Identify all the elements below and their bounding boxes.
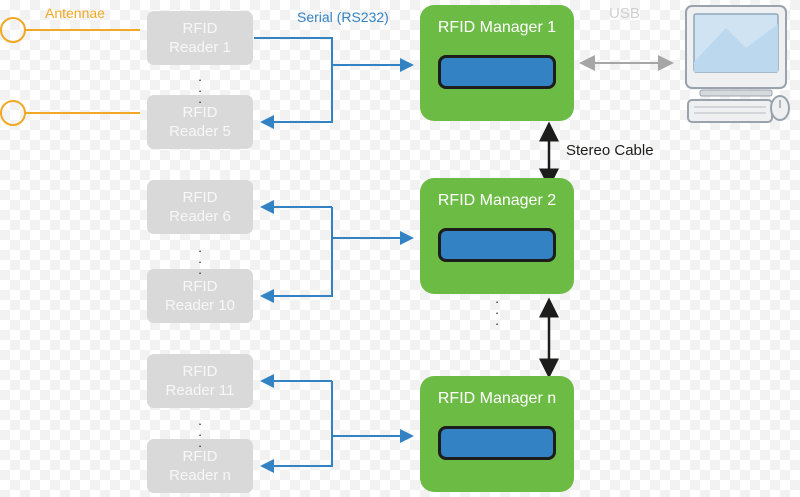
- ellipsis-readers-1-5: . . .: [193, 69, 207, 106]
- dot: .: [198, 435, 202, 450]
- ellipsis-readers-11-n: . . .: [193, 413, 207, 450]
- dot: .: [495, 291, 499, 306]
- dot: .: [198, 91, 202, 106]
- dot: .: [198, 251, 202, 266]
- reader-n-line2: Reader n: [169, 467, 231, 484]
- serial-link-group-n: [260, 374, 414, 473]
- serial-link-group-1: [254, 37, 414, 129]
- dot: .: [198, 262, 202, 277]
- node-rfid-reader-n[interactable]: RFID Reader n: [147, 439, 253, 493]
- manager-2-label: RFID Manager 2: [437, 192, 557, 209]
- reader-1-line1: RFID: [182, 20, 218, 37]
- reader-10-line2: Reader 10: [164, 297, 236, 314]
- dot: .: [198, 80, 202, 95]
- dot: .: [198, 424, 202, 439]
- reader-n-line1: RFID: [182, 448, 218, 465]
- node-rfid-reader-6[interactable]: RFID Reader 6: [147, 180, 253, 234]
- dot: .: [198, 240, 202, 255]
- node-rfid-manager-n[interactable]: RFID Manager n: [420, 376, 574, 492]
- manager-2-chip: [438, 228, 556, 262]
- node-rfid-reader-11[interactable]: RFID Reader 11: [147, 354, 253, 408]
- computer-icon: [685, 5, 790, 123]
- reader-6-line2: Reader 6: [169, 208, 231, 225]
- node-rfid-reader-5[interactable]: RFID Reader 5: [147, 95, 253, 149]
- reader-5-line1: RFID: [182, 104, 218, 121]
- reader-5-line2: Reader 5: [169, 123, 231, 140]
- ellipsis-managers: . . .: [490, 291, 504, 328]
- node-rfid-reader-1[interactable]: RFID Reader 1: [147, 11, 253, 65]
- reader-6-line1: RFID: [182, 189, 218, 206]
- node-rfid-reader-10[interactable]: RFID Reader 10: [147, 269, 253, 323]
- dot: .: [198, 69, 202, 84]
- label-stereo-cable: Stereo Cable: [566, 142, 654, 159]
- dot: .: [495, 302, 499, 317]
- reader-11-line2: Reader 11: [165, 382, 235, 399]
- reader-10-line1: RFID: [182, 278, 218, 295]
- manager-1-chip: [438, 55, 556, 89]
- node-rfid-manager-2[interactable]: RFID Manager 2: [420, 178, 574, 294]
- manager-n-label: RFID Manager n: [437, 390, 557, 407]
- serial-link-group-2: [260, 200, 414, 303]
- label-antennae: Antennae: [45, 5, 105, 21]
- ellipsis-readers-6-10: . . .: [193, 240, 207, 277]
- manager-1-label: RFID Manager 1: [437, 19, 557, 36]
- antenna-connection-group: [0, 17, 140, 126]
- reader-11-line1: RFID: [182, 363, 218, 380]
- reader-1-line2: Reader 1: [169, 39, 231, 56]
- dot: .: [495, 313, 499, 328]
- label-usb: USB: [609, 5, 640, 22]
- node-rfid-manager-1[interactable]: RFID Manager 1: [420, 5, 574, 121]
- dot: .: [198, 413, 202, 428]
- label-serial: Serial (RS232): [297, 9, 389, 25]
- manager-n-chip: [438, 426, 556, 460]
